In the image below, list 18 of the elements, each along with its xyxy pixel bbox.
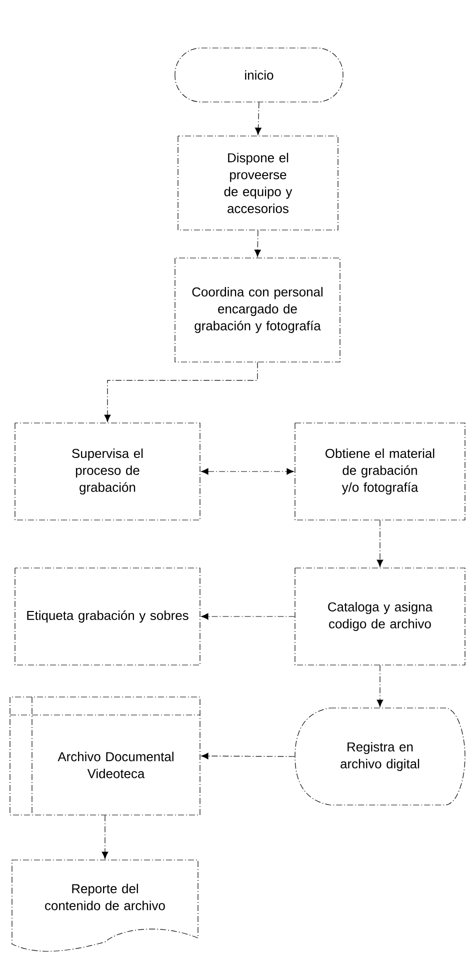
- storage-box: Archivo Documental Videoteca: [10, 696, 200, 816]
- arrow: [102, 815, 108, 859]
- process-box: Cataloga y asigna codigo de archivo: [294, 568, 466, 666]
- arrow: [255, 102, 262, 135]
- start-terminal: inicio: [174, 48, 344, 102]
- arrow: [201, 613, 295, 620]
- arrow: [201, 752, 295, 760]
- arrow: [201, 468, 294, 475]
- arrow: [376, 665, 384, 707]
- arrow: [376, 520, 384, 567]
- process-box: Dispone el proveerse de equipo y accesorios: [178, 136, 338, 230]
- display-shape: Registra en archivo digital: [294, 708, 466, 806]
- arrow: [104, 362, 258, 422]
- process-box: Supervisa el proceso de grabación: [14, 422, 200, 520]
- process-box: Obtiene el material de grabación y/o fotografía: [294, 422, 466, 520]
- arrow: [254, 230, 261, 257]
- process-box: Etiqueta grabación y sobres: [14, 568, 200, 666]
- process-box: Coordina con personal encargado de grabación y fotografía: [174, 258, 340, 362]
